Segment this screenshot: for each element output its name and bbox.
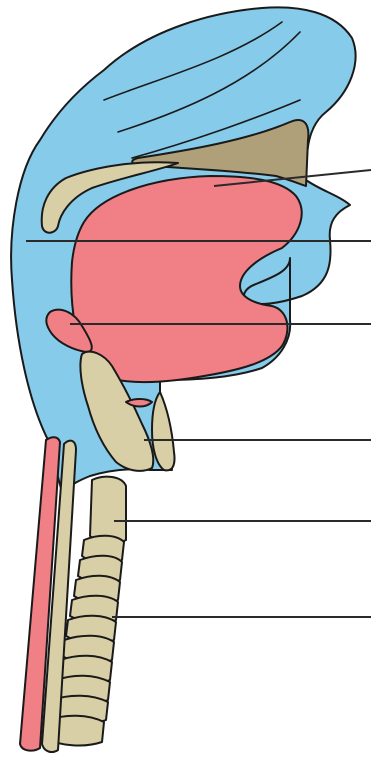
thyroid-cartilage	[152, 392, 175, 470]
cricoid	[90, 477, 126, 544]
vocal-fold	[126, 399, 152, 407]
